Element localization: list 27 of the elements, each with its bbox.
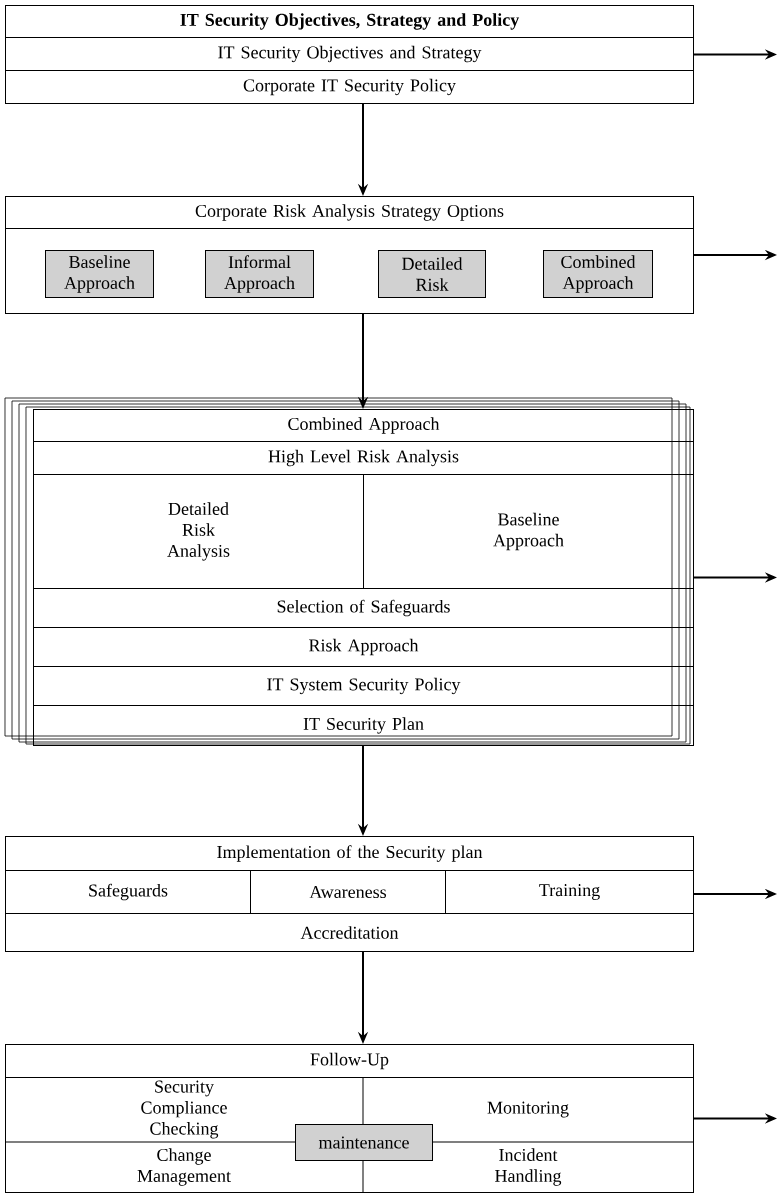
- table-row: Risk Approach: [33, 627, 694, 667]
- table-row: High Level Risk Analysis: [33, 441, 694, 475]
- option-box: Informal Approach: [205, 250, 314, 298]
- table-cell: Detailed Risk Analysis: [33, 474, 364, 589]
- option-box: Baseline Approach: [45, 250, 154, 298]
- table-row: Follow-Up: [5, 1044, 694, 1078]
- maintenance-box: maintenance: [295, 1124, 433, 1161]
- table-cell: Baseline Approach: [363, 474, 694, 589]
- heading-row: IT Security Objectives, Strategy and Policy: [5, 5, 694, 38]
- table-row: IT Security Objectives and Strategy: [5, 37, 694, 71]
- table-row: Selection of Safeguards: [33, 588, 694, 628]
- table-cell: Incident Handling: [495, 1148, 562, 1186]
- table-cell: Monitoring: [487, 1101, 569, 1118]
- table-row: IT System Security Policy: [33, 666, 694, 706]
- table-cell: Security Compliance Checking: [141, 1080, 227, 1139]
- table-cell: Training: [445, 870, 694, 914]
- table-row: Combined Approach: [33, 409, 694, 442]
- table-cell: Safeguards: [5, 870, 251, 914]
- table-row: Corporate IT Security Policy: [5, 70, 694, 104]
- option-box: Combined Approach: [543, 250, 653, 298]
- table-row: Corporate Risk Analysis Strategy Options: [5, 196, 694, 229]
- table-cell: Awareness: [250, 870, 446, 914]
- option-box: Detailed Risk: [378, 250, 486, 298]
- table-cell: Change Management: [137, 1148, 231, 1186]
- table-row: IT Security Plan: [33, 705, 694, 746]
- table-row: Implementation of the Security plan: [5, 836, 694, 871]
- table-row: Accreditation: [5, 913, 694, 952]
